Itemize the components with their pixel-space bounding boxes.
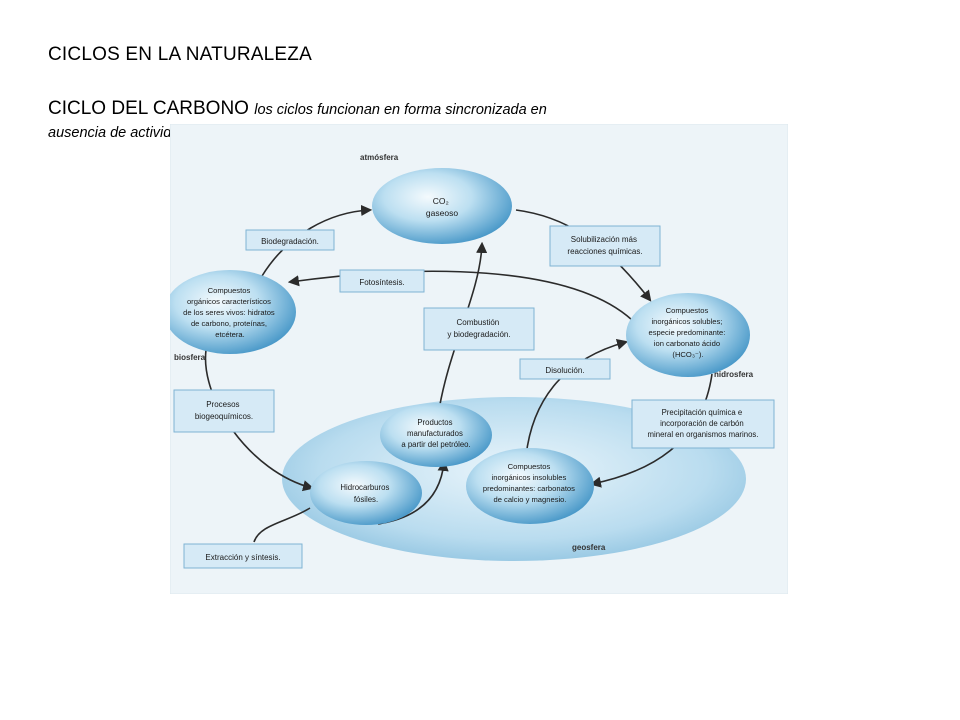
node-organic-line: de los seres vivos: hidratos — [183, 308, 275, 317]
label-precipitation-line: incorporación de carbón — [660, 419, 744, 428]
region-geosphere: geosfera — [572, 543, 606, 552]
node-co2: CO₂ gaseoso — [372, 168, 512, 244]
node-organic-line: de carbono, proteínas, — [191, 319, 267, 328]
node-products-line: a partir del petróleo. — [401, 440, 470, 449]
node-soluble-line: inorgánicos solubles; — [651, 317, 722, 326]
page-title: CICLOS EN LA NATURALEZA — [48, 44, 312, 65]
label-photosynthesis: Fotosíntesis. — [339, 269, 425, 293]
arrow-extraction-base — [253, 507, 311, 543]
svg-text:Productos manufacturad: Productos manufacturados a partir del pe… — [401, 418, 470, 449]
node-hydrocarbons-line: Hidrocarburos — [340, 483, 389, 492]
label-dissolution: Disolución. — [519, 358, 611, 380]
label-biodegradation-text: Biodegradación. — [261, 237, 319, 246]
svg-text:Solubilización más rea: Solubilización más reacciones químicas. — [567, 235, 642, 256]
label-precipitation-line: mineral en organismos marinos. — [648, 430, 759, 439]
node-insoluble-compounds: Compuestos inorgánicos insolubles predom… — [466, 448, 594, 524]
label-combustion: Combustión y biodegradación. — [423, 307, 535, 351]
node-soluble-line: (HCO₃⁻). — [672, 350, 703, 359]
node-insoluble-line: predominantes: carbonatos — [483, 484, 575, 493]
carbon-cycle-svg: atmósfera biosfera hidrosfera geosfera C… — [164, 123, 789, 595]
node-manufactured-products: Productos manufacturados a partir del pe… — [380, 403, 492, 467]
carbon-cycle-diagram: atmósfera biosfera hidrosfera geosfera C… — [164, 123, 789, 595]
node-products-line: manufacturados — [407, 429, 463, 438]
label-extraction-text: Extracción y síntesis. — [205, 553, 280, 562]
node-soluble-line: Compuestos — [666, 306, 709, 315]
node-organic-line: etcétera. — [215, 330, 245, 339]
node-insoluble-line: de calcio y magnesio. — [493, 495, 566, 504]
label-biogeochemical-line: biogeoquímicos. — [195, 412, 253, 421]
node-soluble-line: ion carbonato ácido — [654, 339, 720, 348]
node-organic-compounds: Compuestos orgánicos característicos de … — [164, 270, 296, 354]
node-co2-line: gaseoso — [426, 208, 458, 218]
region-biosphere: biosfera — [174, 353, 206, 362]
label-dissolution-text: Disolución. — [545, 366, 584, 375]
label-solubilization-line: reacciones químicas. — [567, 247, 642, 256]
arrow-precipitation — [589, 373, 713, 488]
label-biogeochemical: Procesos biogeoquímicos. — [173, 389, 275, 433]
cycle-title: CICLO DEL CARBONO — [48, 98, 249, 119]
label-biodegradation: Biodegradación. — [245, 229, 335, 251]
svg-text:Compuestos inorgánicos: Compuestos inorgánicos solubles; especie… — [649, 306, 728, 359]
svg-text:CO₂ gaseoso: CO₂ gaseoso — [426, 196, 458, 218]
arrow-dissolution — [525, 338, 629, 457]
node-co2-line: CO₂ — [433, 196, 449, 206]
svg-text:Procesos biogeoquímico: Procesos biogeoquímicos. — [195, 400, 253, 421]
label-solubilization-line: Solubilización más — [571, 235, 637, 244]
region-hydrosphere: hidrosfera — [714, 370, 754, 379]
svg-text:Hidrocarburos fósiles.: Hidrocarburos fósiles. — [340, 483, 391, 504]
node-soluble-line: especie predominante: — [649, 328, 726, 337]
label-precipitation-line: Precipitación química e — [662, 408, 743, 417]
label-solubilization: Solubilización más reacciones químicas. — [549, 225, 661, 267]
label-precipitation: Precipitación química e incorporación de… — [631, 399, 775, 449]
node-organic-line: orgánicos característicos — [187, 297, 271, 306]
label-combustion-line: Combustión — [457, 318, 500, 327]
node-insoluble-line: Compuestos — [508, 462, 551, 471]
label-extraction: Extracción y síntesis. — [183, 543, 303, 569]
label-combustion-line: y biodegradación. — [447, 330, 510, 339]
arrow-biodegradation — [261, 204, 373, 277]
region-atmosphere: atmósfera — [360, 153, 399, 162]
svg-text:Combustión y biodegrad: Combustión y biodegradación. — [447, 318, 510, 339]
svg-text:Precipitación química e: Precipitación química e incorporación de… — [648, 408, 759, 439]
node-hydrocarbons-line: fósiles. — [354, 495, 378, 504]
node-fossil-hydrocarbons: Hidrocarburos fósiles. — [310, 461, 422, 525]
node-insoluble-line: inorgánicos insolubles — [492, 473, 567, 482]
label-biogeochemical-line: Procesos — [206, 400, 239, 409]
node-soluble-compounds: Compuestos inorgánicos solubles; especie… — [626, 293, 750, 377]
svg-text:Compuestos orgánicos c: Compuestos orgánicos característicos de … — [183, 286, 277, 339]
node-products-line: Productos — [417, 418, 452, 427]
svg-text:Compuestos inorgánicos: Compuestos inorgánicos insolubles predom… — [483, 462, 577, 504]
label-photosynthesis-text: Fotosíntesis. — [359, 278, 404, 287]
node-organic-line: Compuestos — [208, 286, 251, 295]
